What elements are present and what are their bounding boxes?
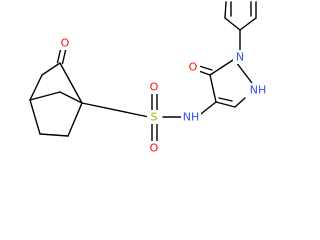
bond-c6-c5 xyxy=(29,74,43,101)
phenyl-bond-1 xyxy=(224,17,241,31)
atom-n-ring: N xyxy=(236,51,244,64)
bond-c7-o-double-a xyxy=(61,47,67,65)
phenyl-group xyxy=(224,1,257,51)
atom-o-ketone: O xyxy=(61,37,70,50)
bond-c1-c7 xyxy=(59,62,83,104)
bond-c5-bridge xyxy=(29,91,61,101)
phenyl-bond-2 xyxy=(224,1,227,19)
bond-n1-c5 xyxy=(234,97,246,108)
molecule-diagram: O O S O NH O N NH xyxy=(29,1,268,155)
atom-nh-amide: NH xyxy=(183,111,200,124)
atom-o-lower: O xyxy=(150,142,159,155)
sulfonamide-group xyxy=(81,93,217,142)
atom-labels: O O S O NH O N NH xyxy=(58,36,268,155)
pyrazolone-group xyxy=(195,59,253,108)
bond-c4-c3 xyxy=(39,133,69,137)
bond-bridge-c1 xyxy=(59,91,83,104)
phenyl-bond-3 xyxy=(239,17,257,31)
bond-c4-c3 xyxy=(209,74,217,103)
atom-o-upper: O xyxy=(150,81,159,94)
atom-s: S xyxy=(151,111,158,124)
structure-svg: O O S O NH O N NH xyxy=(29,1,268,155)
bond-n2-n1 xyxy=(235,61,253,84)
bond-c3-n2 xyxy=(209,59,234,76)
bond-c5-c4 xyxy=(215,101,236,108)
atom-nh-ring: NH xyxy=(250,84,267,97)
bond-c1-s xyxy=(81,102,150,118)
bond-c5-c4-inner xyxy=(218,97,233,102)
bond-c5-c4 xyxy=(29,99,41,135)
bond-c3-c1 xyxy=(67,102,83,137)
atom-o-pyrazolone: O xyxy=(189,61,198,74)
norbornanone-group xyxy=(29,46,83,137)
bond-c7-c6 xyxy=(41,62,61,76)
